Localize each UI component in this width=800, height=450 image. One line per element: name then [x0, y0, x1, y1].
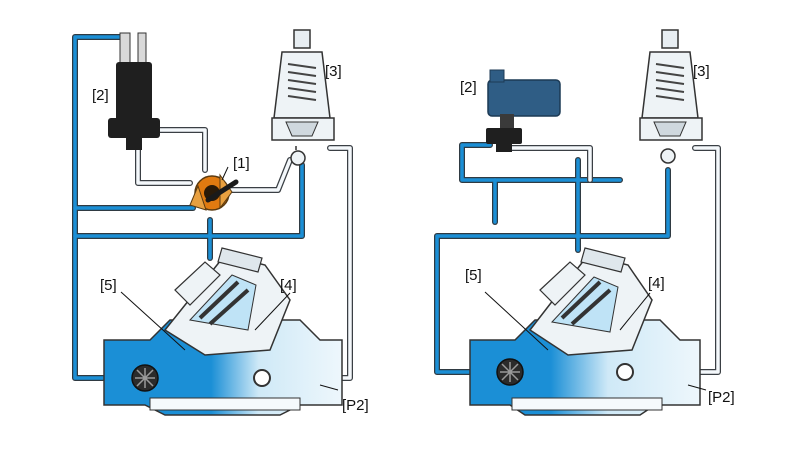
left-main-valve: [103, 247, 343, 416]
label-ball-valve-right: [5]: [465, 267, 482, 284]
left-solenoid: [108, 32, 160, 150]
label-outlet-right: [P2]: [708, 389, 735, 406]
label-outlet: [P2]: [342, 397, 369, 414]
right-leader-lines: [484, 291, 707, 391]
left-selector-valve: [189, 173, 239, 211]
left-diagram: [1] [2] [3] [4] [5] [P2]: [72, 29, 369, 416]
label-solenoid: [2]: [92, 87, 109, 104]
left-control-tubing: [72, 34, 353, 381]
right-control-tubing: [434, 142, 721, 375]
label-pilot: [3]: [325, 63, 342, 80]
right-pilot-valve: [639, 29, 703, 164]
label-actuator: [2]: [460, 79, 477, 96]
right-main-valve: [469, 247, 701, 416]
left-pilot-valve: [271, 29, 335, 166]
right-actuator: [486, 69, 561, 152]
left-leader-lines: [120, 166, 339, 391]
right-diagram: [2] [3] [5] [4] [P2]: [434, 29, 735, 416]
label-main-valve: [4]: [280, 277, 297, 294]
label-ball-valve: [5]: [100, 277, 117, 294]
label-main-valve-right: [4]: [648, 275, 665, 292]
label-selector: [1]: [233, 155, 250, 172]
label-pilot-right: [3]: [693, 63, 710, 80]
